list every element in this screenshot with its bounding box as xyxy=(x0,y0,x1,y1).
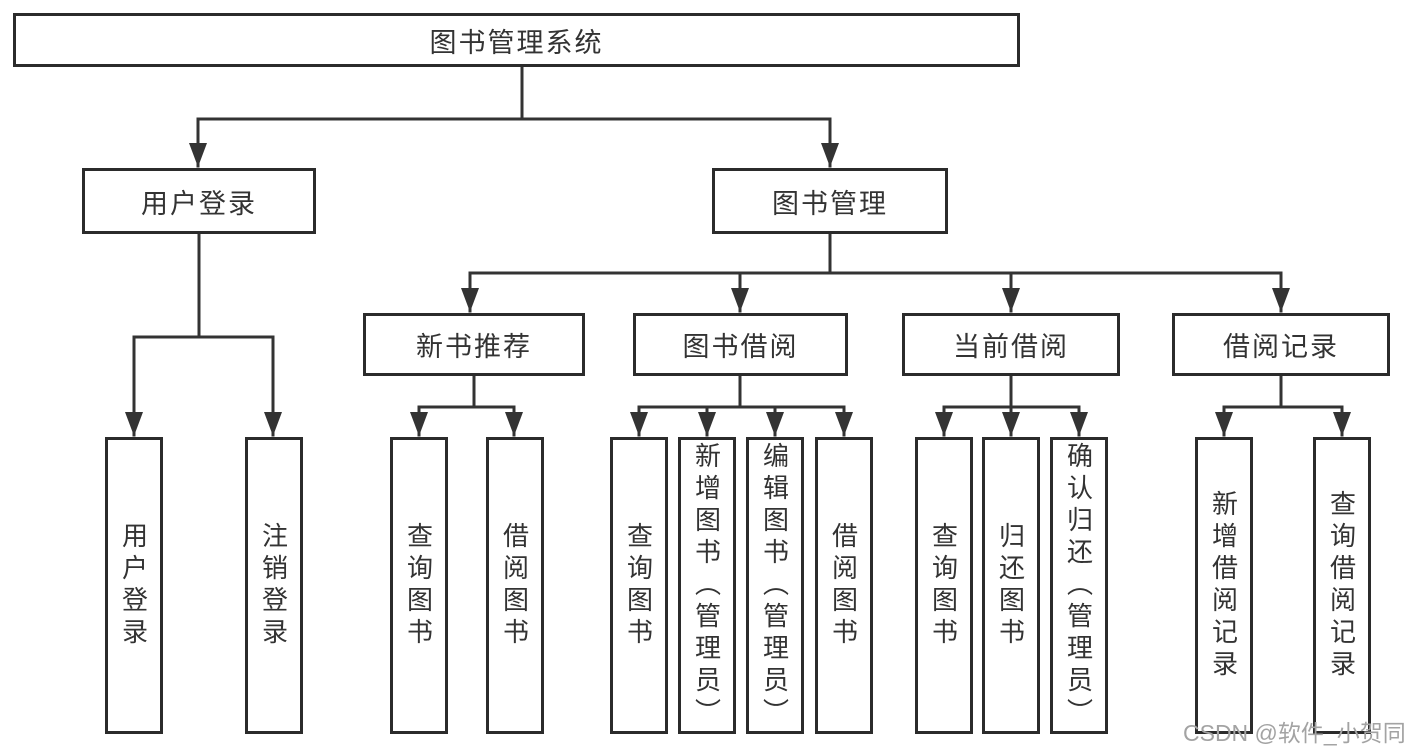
leaf-borrow-books-recommend: 借阅图书 xyxy=(486,437,544,734)
leaf-confirm-return-admin: 确认归还（管理员） xyxy=(1050,437,1108,734)
node-new-book-recommendation: 新书推荐 xyxy=(363,313,585,376)
watermark-text: CSDN @软件_小贺同学 xyxy=(1183,720,1405,746)
node-library-management-system: 图书管理系统 xyxy=(13,13,1020,67)
leaf-user-login: 用户登录 xyxy=(105,437,163,734)
leaf-add-borrow-record: 新增借阅记录 xyxy=(1195,437,1253,734)
leaf-query-books-recommend: 查询图书 xyxy=(390,437,448,734)
node-book-management: 图书管理 xyxy=(712,168,948,234)
node-book-borrowing: 图书借阅 xyxy=(633,313,848,376)
leaf-borrow-books-borrowing: 借阅图书 xyxy=(815,437,873,734)
node-user-login: 用户登录 xyxy=(82,168,316,234)
leaf-add-book-admin: 新增图书（管理员） xyxy=(678,437,736,734)
node-borrowing-records: 借阅记录 xyxy=(1172,313,1390,376)
leaf-query-books-borrowing: 查询图书 xyxy=(610,437,668,734)
leaf-query-books-current: 查询图书 xyxy=(915,437,973,734)
leaf-edit-book-admin: 编辑图书（管理员） xyxy=(746,437,804,734)
leaf-logout: 注销登录 xyxy=(245,437,303,734)
leaf-query-borrow-record: 查询借阅记录 xyxy=(1313,437,1371,734)
leaf-return-book: 归还图书 xyxy=(982,437,1040,734)
node-current-borrowing: 当前借阅 xyxy=(902,313,1120,376)
